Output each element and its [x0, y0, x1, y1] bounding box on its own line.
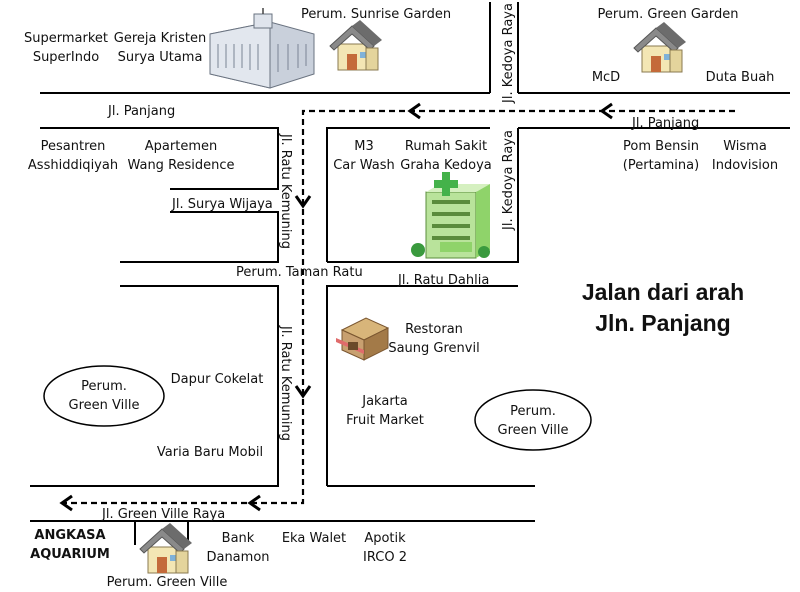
road-left-lower — [30, 285, 279, 487]
place-apotik: Apotik — [364, 531, 406, 546]
street-perum-taman-ratu: Perum. Taman Ratu — [236, 265, 363, 280]
place-aquarium: AQUARIUM — [30, 547, 110, 562]
place-green-garden: Perum. Green Garden — [597, 7, 738, 22]
road-lines — [30, 2, 790, 545]
green-ville-left-ellipse — [43, 365, 165, 427]
place-asshiddiqiyah: Asshiddiqiyah — [28, 158, 118, 173]
place-dapur-cokelat: Dapur Cokelat — [171, 372, 264, 387]
road-ratu-dahlia — [326, 285, 518, 486]
route-dashed-line — [62, 109, 735, 505]
place-varia-baru-mobil: Varia Baru Mobil — [157, 445, 263, 460]
place-green-ville-right-1: Perum. — [510, 404, 556, 419]
place-saung-grenvil: Saung Grenvil — [388, 341, 479, 356]
place-irco-2: IRCO 2 — [363, 550, 407, 565]
route-path — [59, 102, 735, 512]
place-surya-utama: Surya Utama — [118, 50, 203, 65]
map-title-line2: Jln. Panjang — [595, 310, 730, 336]
place-graha-kedoya: Graha Kedoya — [400, 158, 491, 173]
place-sunrise-garden: Perum. Sunrise Garden — [301, 7, 451, 22]
place-green-ville-left-2: Green Ville — [69, 398, 140, 413]
place-superindo: SuperIndo — [33, 50, 99, 65]
church-building-icon — [209, 8, 315, 89]
road-kedoya-mid — [327, 128, 519, 263]
street-jl-green-ville-raya: Jl. Green Ville Raya — [101, 507, 225, 522]
street-jl-panjang-right: Jl. Panjang — [631, 116, 699, 131]
place-green-ville-right-2: Green Ville — [498, 423, 569, 438]
route-arrow-5 — [247, 494, 261, 512]
route-arrow-4 — [294, 385, 312, 399]
place-bank: Bank — [222, 531, 255, 546]
house-icon — [329, 19, 383, 71]
place-gereja: Gereja Kristen — [114, 31, 206, 46]
road-block-m3 — [326, 127, 490, 262]
restaurant-building-icon — [336, 317, 390, 361]
place-green-ville-bottom: Perum. Green Ville — [107, 575, 228, 590]
place-apartemen: Apartemen — [145, 139, 217, 154]
place-pom-bensin: Pom Bensin — [623, 139, 699, 154]
house-icon — [633, 21, 687, 73]
place-pesantren: Pesantren — [41, 139, 106, 154]
street-jl-kedoya-raya-mid: Jl. Kedoya Raya — [501, 130, 516, 231]
place-duta-buah: Duta Buah — [706, 70, 775, 85]
place-supermarket: Supermarket — [24, 31, 108, 46]
place-eka-walet: Eka Walet — [282, 531, 346, 546]
route-arrow-6 — [59, 494, 73, 512]
street-jl-ratu-kemuning-bottom: Jl. Ratu Kemuning — [278, 325, 293, 441]
road-surya-wijaya — [120, 211, 279, 263]
road-panjang-lower-left — [40, 127, 279, 190]
place-green-ville-left-1: Perum. — [81, 379, 127, 394]
street-jl-kedoya-raya-top: Jl. Kedoya Raya — [501, 3, 516, 104]
house-icon — [139, 522, 193, 574]
place-wang-residence: Wang Residence — [127, 158, 234, 173]
street-jl-panjang-left: Jl. Panjang — [107, 104, 175, 119]
street-jl-ratu-kemuning-top: Jl. Ratu Kemuning — [278, 133, 293, 249]
place-mcd: McD — [592, 70, 620, 85]
place-rumah-sakit: Rumah Sakit — [405, 139, 487, 154]
map-title-line1: Jalan dari arah — [582, 279, 744, 305]
place-restoran: Restoran — [405, 322, 463, 337]
place-pertamina: (Pertamina) — [623, 158, 699, 173]
place-danamon: Danamon — [206, 550, 269, 565]
place-fruit-market: Fruit Market — [346, 413, 424, 428]
place-m3: M3 — [354, 139, 374, 154]
place-indovision: Indovision — [712, 158, 778, 173]
place-angkasa: ANGKASA — [34, 528, 105, 543]
place-jakarta: Jakarta — [361, 394, 407, 409]
place-car-wash: Car Wash — [333, 158, 395, 173]
route-arrow-3 — [294, 195, 312, 209]
green-ville-right-ellipse — [474, 389, 592, 451]
hospital-building-icon — [411, 172, 490, 259]
route-arrow-2 — [599, 102, 613, 120]
street-jl-ratu-dahlia: Jl. Ratu Dahlia — [397, 273, 489, 288]
street-jl-surya-wijaya: Jl. Surya Wijaya — [171, 197, 273, 212]
route-arrow-1 — [407, 102, 421, 120]
place-wisma: Wisma — [723, 139, 767, 154]
